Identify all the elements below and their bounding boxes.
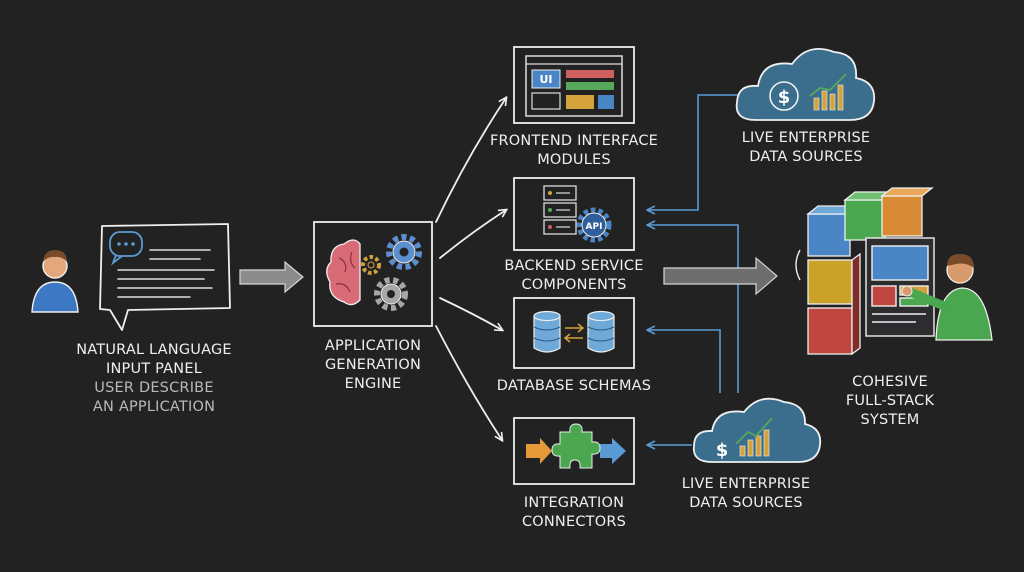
puzzle-icon — [513, 417, 635, 485]
gear-icon — [374, 277, 408, 311]
system-label: COHESIVE FULL-STACK SYSTEM — [845, 374, 935, 428]
integration-label: INTEGRATION CONNECTORS — [521, 495, 627, 530]
puzzle-blocks-icon — [795, 187, 934, 356]
engine-output-arrows — [435, 98, 506, 440]
arrow-input-to-engine — [239, 260, 304, 294]
developer-screen — [865, 237, 935, 337]
brain-icon — [326, 239, 361, 306]
data-source-bottom-label: LIVE ENTERPRISE DATA SOURCES — [681, 476, 811, 511]
cloud-dollar-icon — [735, 48, 876, 121]
bar-chart-icon — [809, 73, 847, 111]
backend-label: BACKEND SERVICE COMPONENTS — [504, 258, 644, 293]
engine-box — [313, 221, 433, 327]
user-icon — [31, 250, 79, 313]
cloud-dollar-icon — [692, 397, 822, 463]
ui-badge: UI — [539, 73, 552, 86]
input-panel-label: NATURAL LANGUAGE INPUT PANEL USER DESCRI… — [76, 342, 232, 415]
developer-icon — [901, 254, 993, 341]
arrow-to-system — [663, 256, 778, 296]
data-connector-lines — [648, 94, 739, 445]
dollar-glyph: $ — [778, 87, 791, 108]
frontend-label: FRONTEND INTERFACE MODULES — [489, 133, 659, 168]
database-icon — [513, 297, 635, 369]
data-source-top-label: LIVE ENTERPRISE DATA SOURCES — [741, 130, 871, 165]
dollar-glyph: $ — [716, 440, 729, 461]
engine-label: APPLICATION GENERATION ENGINE — [324, 338, 422, 392]
gear-icon — [386, 234, 422, 270]
database-label: DATABASE SCHEMAS — [496, 378, 652, 394]
frontend-box — [513, 46, 635, 124]
server-icon — [513, 177, 635, 251]
chat-bubble-icon — [99, 223, 231, 331]
gear-icon — [361, 255, 381, 275]
api-badge: API — [586, 222, 603, 232]
bar-chart-icon — [735, 417, 773, 457]
